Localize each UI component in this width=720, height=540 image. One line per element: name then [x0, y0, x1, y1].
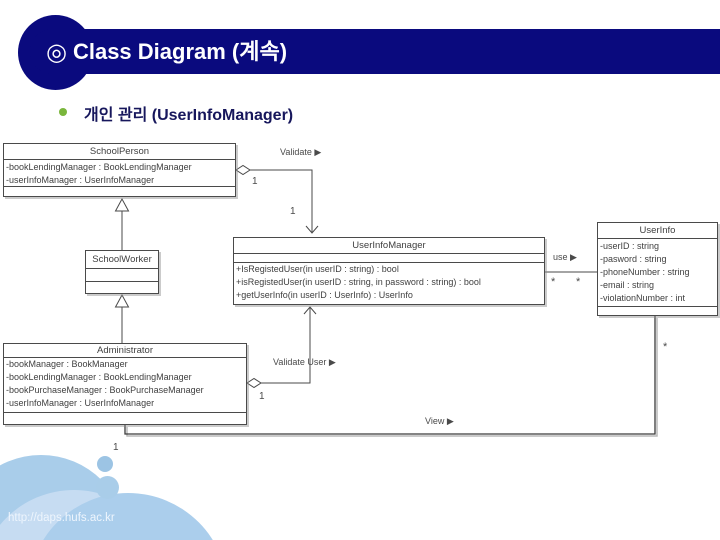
multiplicity-label: 1 — [113, 442, 119, 453]
open-arrowhead-down-icon — [305, 225, 319, 234]
attribute: -phoneNumber : string — [600, 267, 690, 277]
multiplicity-label: 1 — [252, 176, 258, 187]
association-label-use: use ▶ — [553, 252, 577, 262]
attribute: -userID : string — [600, 241, 660, 251]
footer-url: http://daps.hufs.ac.kr — [8, 512, 115, 524]
class-name: SchoolPerson — [4, 144, 235, 160]
method: +getUserInfo(in userID : UserInfo) : Use… — [236, 290, 413, 300]
generalization-triangle-icon — [114, 197, 130, 212]
generalization-triangle-icon — [114, 293, 130, 308]
multiplicity-label: * — [576, 276, 581, 288]
class-attributes: -bookLendingManager : BookLendingManager… — [4, 160, 235, 187]
attribute: -userInfoManager : UserInfoManager — [6, 398, 155, 408]
open-arrowhead-up-icon — [303, 306, 317, 315]
class-box-administrator: Administrator -bookManager : BookManager… — [3, 343, 247, 425]
attribute: -pasword : string — [600, 254, 667, 264]
class-name: UserInfoManager — [234, 238, 544, 254]
class-box-schoolperson: SchoolPerson -bookLendingManager : BookL… — [3, 143, 236, 197]
page-title-text: Class Diagram (계속) — [72, 39, 288, 64]
class-methods: +IsRegistedUser(in userID : string) : bo… — [234, 263, 544, 302]
attribute: -bookPurchaseManager : BookPurchaseManag… — [6, 385, 204, 395]
class-box-userinfo: UserInfo -userID : string -pasword : str… — [597, 222, 718, 316]
bubble-decoration — [96, 476, 119, 499]
bullseye-icon: ◎ — [46, 39, 67, 66]
class-name: Administrator — [4, 344, 246, 358]
attribute: -bookLendingManager : BookLendingManager — [6, 372, 192, 382]
multiplicity-label: * — [663, 341, 668, 353]
bullet-dot-icon — [59, 108, 67, 116]
attribute: -bookLendingManager : BookLendingManager — [6, 162, 192, 172]
association-label-validate-user: Validate User ▶ — [273, 357, 336, 367]
header-bar — [30, 29, 720, 74]
page-title: ◎Class Diagram (계속) — [46, 29, 287, 74]
validate-connector — [235, 164, 319, 234]
bullet-text: 개인 관리 (UserInfoManager) — [84, 107, 294, 124]
attribute: -email : string — [600, 280, 655, 290]
generalization-administrator-schoolworker — [114, 293, 130, 343]
class-attributes — [234, 254, 544, 263]
class-name: UserInfo — [598, 223, 717, 239]
bubble-decoration — [97, 456, 113, 472]
attribute: -bookManager : BookManager — [6, 359, 128, 369]
attribute: -userInfoManager : UserInfoManager — [6, 175, 155, 185]
method: +isRegistedUser(in userID : string, in p… — [236, 277, 481, 287]
multiplicity-label: 1 — [290, 206, 296, 217]
class-attributes: -bookManager : BookManager -bookLendingM… — [4, 358, 246, 413]
class-name: SchoolWorker — [86, 251, 158, 269]
class-attributes — [86, 269, 158, 282]
class-box-schoolworker: SchoolWorker — [85, 250, 159, 294]
validate-user-connector — [246, 306, 317, 389]
aggregation-diamond-icon — [235, 164, 251, 176]
method: +IsRegistedUser(in userID : string) : bo… — [236, 264, 399, 274]
aggregation-diamond-icon — [246, 377, 262, 389]
multiplicity-label: 1 — [259, 391, 265, 402]
multiplicity-label: * — [551, 276, 556, 288]
generalization-schoolworker-schoolperson — [114, 197, 130, 250]
association-label-validate: Validate ▶ — [280, 147, 322, 157]
class-attributes: -userID : string -pasword : string -phon… — [598, 239, 717, 307]
class-box-userinfomanager: UserInfoManager +IsRegistedUser(in userI… — [233, 237, 545, 305]
attribute: -violationNumber : int — [600, 293, 686, 303]
association-label-view: View ▶ — [425, 416, 454, 426]
